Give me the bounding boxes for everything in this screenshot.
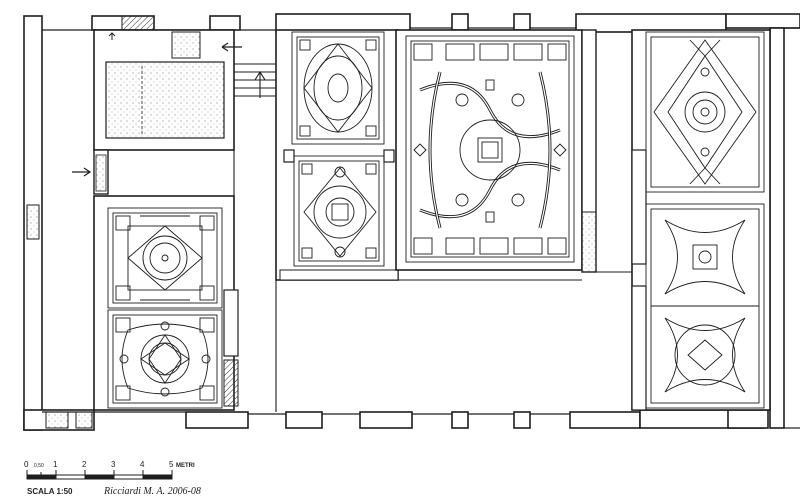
author-signature: Ricciardi M. A. 2006-08 bbox=[103, 486, 201, 497]
scale-tick-5: 5 bbox=[169, 460, 174, 469]
scale-tick-4: 4 bbox=[140, 460, 145, 469]
arrow-west-icon bbox=[221, 42, 242, 52]
scale-tick-2: 2 bbox=[82, 460, 87, 469]
scale-tick-050: 0,50 bbox=[34, 463, 44, 469]
arrow-north-icon bbox=[254, 70, 266, 98]
scale-bar: 0 0,50 1 2 3 4 5 METRI SCALA 1:50 Riccia… bbox=[24, 460, 201, 497]
arrow-east-icon bbox=[72, 167, 92, 177]
floor-panel-room-a-south bbox=[293, 155, 385, 267]
floor-panel-hall-south bbox=[107, 309, 223, 409]
scale-tick-3: 3 bbox=[111, 460, 116, 469]
room-c bbox=[631, 29, 771, 411]
scale-tick-1: 1 bbox=[53, 460, 58, 469]
room-b bbox=[395, 29, 597, 273]
floor-panel-room-a-north bbox=[291, 31, 385, 145]
east-outer-wall bbox=[769, 27, 785, 429]
scale-unit: METRI bbox=[176, 463, 195, 469]
floor-panel-room-b bbox=[405, 35, 575, 263]
floor-panel-room-c-south bbox=[645, 203, 765, 409]
south-wall-center bbox=[569, 411, 641, 429]
room-a bbox=[275, 29, 399, 281]
scale-tick-0: 0 bbox=[24, 460, 29, 469]
room-northwest bbox=[72, 29, 276, 195]
scale-label: SCALA 1:50 bbox=[27, 487, 73, 496]
walls bbox=[23, 13, 800, 431]
room-west-hall bbox=[93, 195, 239, 411]
floor-panel-room-c-north bbox=[645, 31, 765, 193]
floor-panel-hall-north bbox=[107, 207, 223, 309]
